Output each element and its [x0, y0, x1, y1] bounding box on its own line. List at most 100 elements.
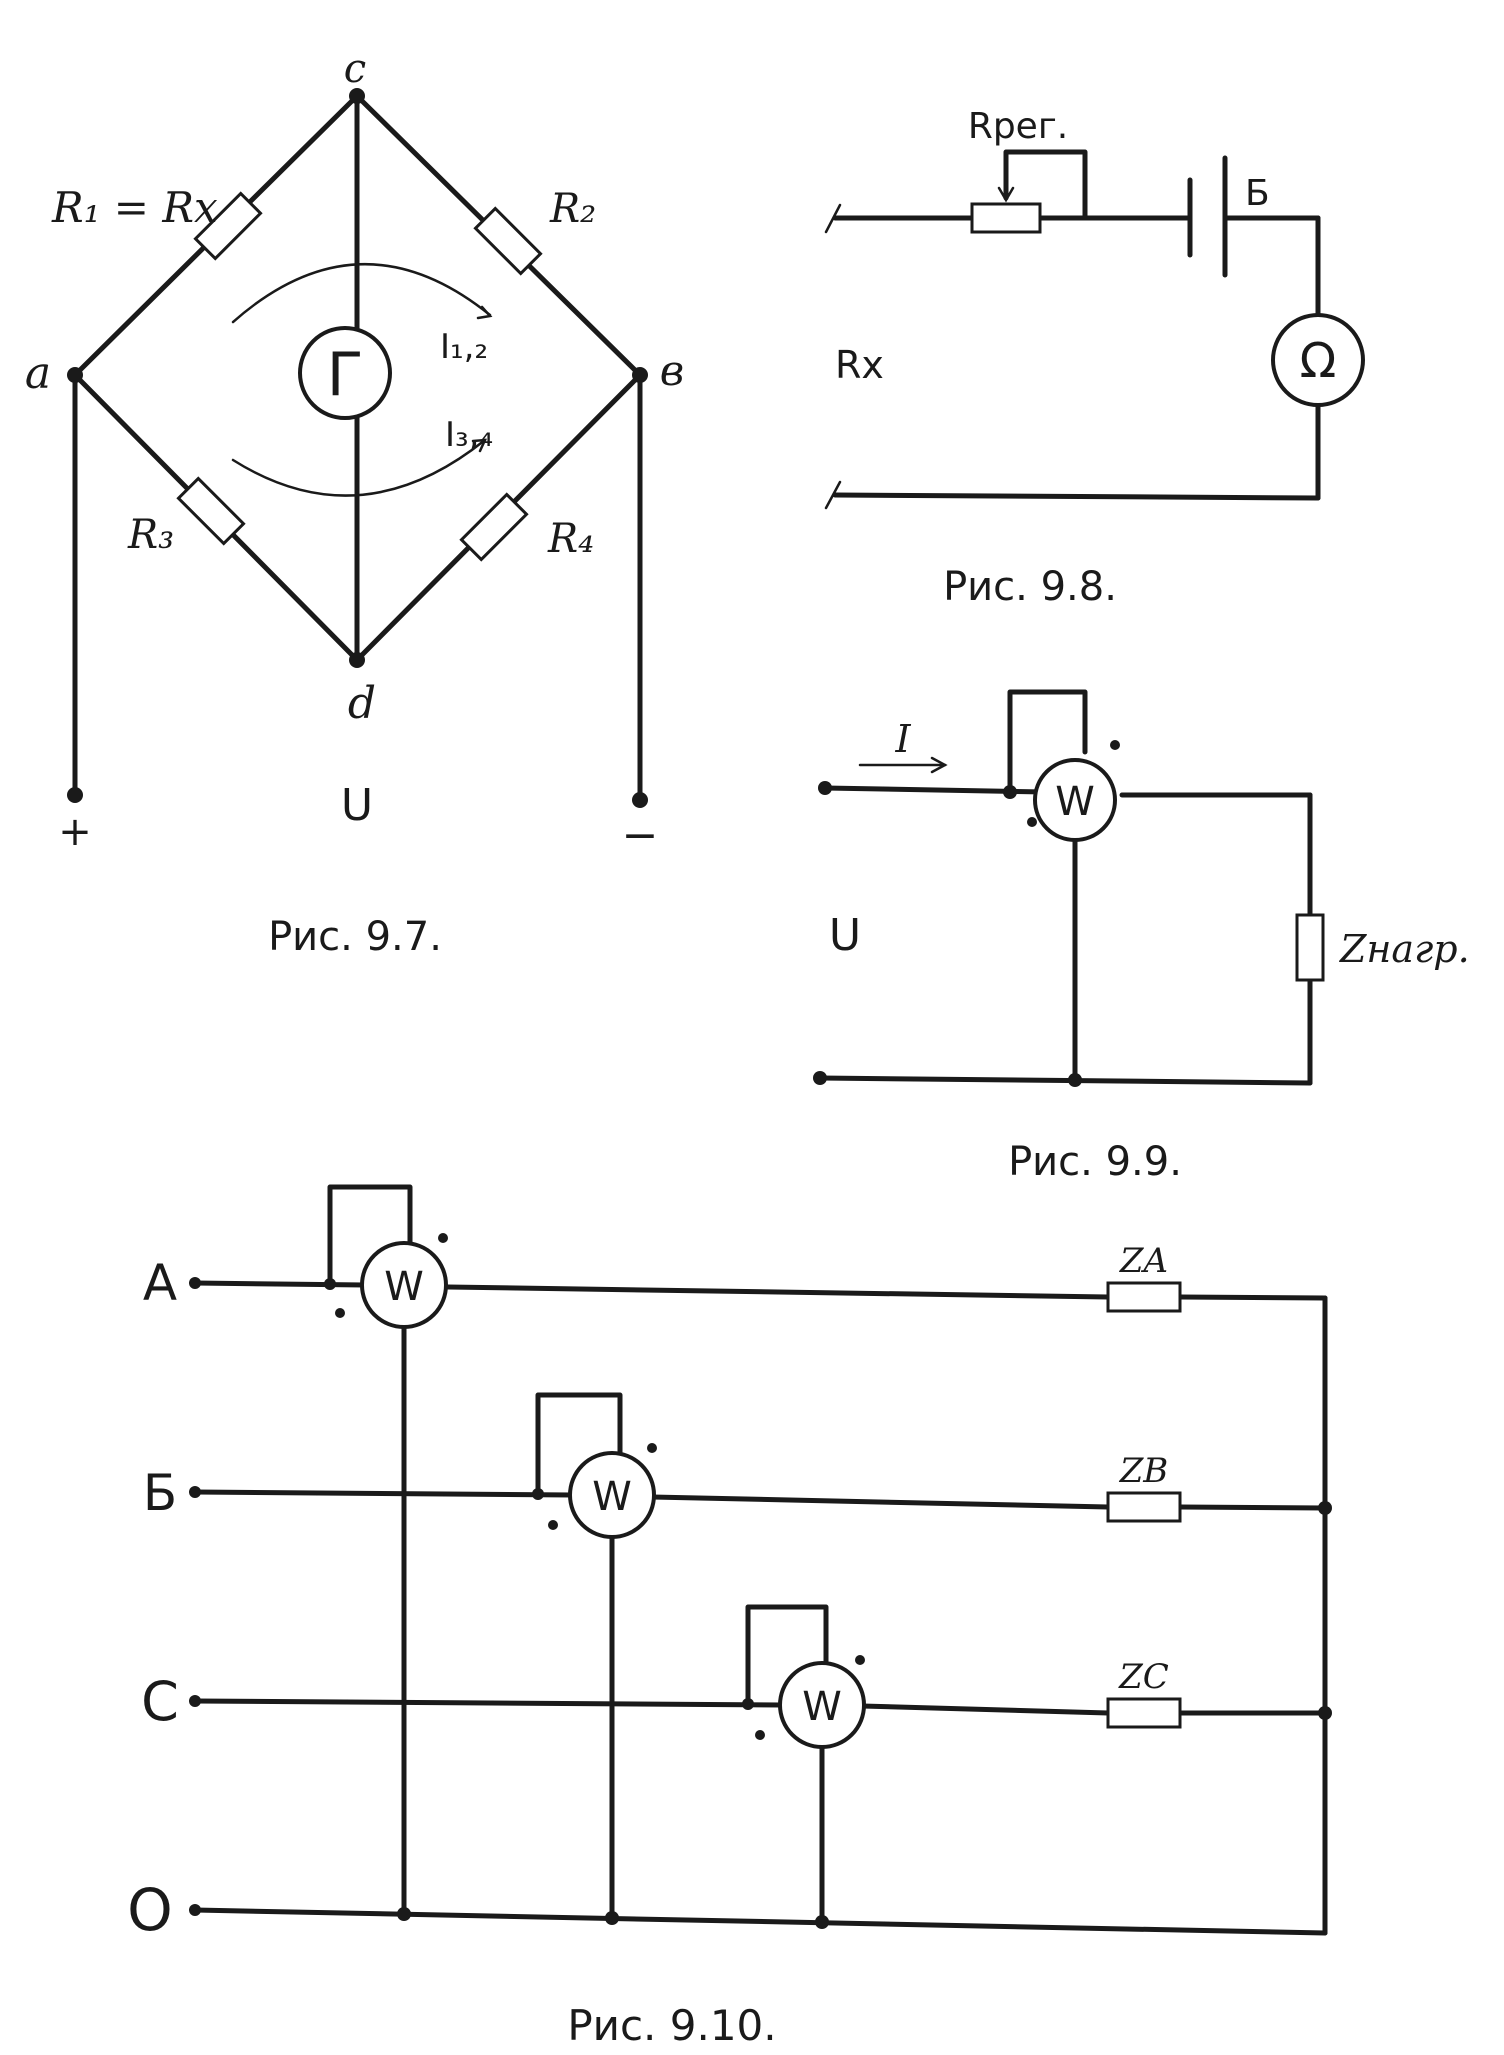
wattmeter-b-current-loop	[535, 1392, 623, 1497]
node-a-label: a	[25, 348, 51, 399]
wattmeter-c-current-loop	[745, 1604, 829, 1707]
voltage-label-9-9: U	[829, 910, 861, 961]
wattmeter-b-label: W	[592, 1474, 632, 1520]
node-b-dot	[632, 367, 648, 383]
phase-c-wire-out	[859, 1703, 1111, 1716]
terminal-c	[189, 1695, 201, 1707]
terminal-tick-bottom	[824, 480, 842, 510]
phase-b-wire-end	[1177, 1504, 1328, 1511]
zc-label: ZC	[1118, 1657, 1169, 1697]
neutral-wire	[192, 1907, 1328, 1936]
fig-9-9-caption: Рис. 9.9.	[1008, 1139, 1182, 1185]
fig-9-9-wattmeter: W I U Zнагр. Рис. 9.9.	[813, 689, 1470, 1185]
arrowhead-i12	[476, 305, 493, 320]
terminal-a	[189, 1277, 201, 1289]
load-label: Zнагр.	[1339, 927, 1470, 971]
rreg-label: Rрег.	[968, 106, 1068, 147]
polarity-dot-c-current	[755, 1730, 765, 1740]
r2-label: R₂	[549, 186, 596, 232]
phase-b-label: Б	[143, 1464, 177, 1522]
wattmeter-a-label: W	[384, 1264, 424, 1310]
current-i12-label: I₁,₂	[440, 327, 488, 367]
impedance-za	[1106, 1281, 1182, 1313]
phase-a-label: A	[143, 1254, 177, 1312]
wattmeter-b	[568, 1451, 656, 1539]
minus-terminal	[632, 792, 648, 808]
phase-a-wire-in	[192, 1280, 368, 1288]
fig-9-10-three-phase: W W W A Б C O ZA ZB ZC Рис. 9.10.	[127, 1184, 1332, 2050]
node-c-label: c	[344, 46, 366, 92]
node-c-dot	[349, 88, 365, 104]
polarity-dot-c-voltage	[855, 1655, 865, 1665]
current-arrow-i34	[231, 438, 487, 497]
za-label: ZA	[1119, 1241, 1168, 1281]
phase-c-label: C	[141, 1670, 179, 1733]
phase-b-wire-in	[192, 1489, 575, 1498]
wattmeter-c-label: W	[802, 1684, 842, 1730]
phase-a-wire-end	[1177, 1294, 1328, 1301]
polarity-dot-current	[1027, 817, 1037, 827]
zb-label: ZB	[1119, 1451, 1169, 1491]
node-d-label: d	[348, 678, 376, 729]
return-wire	[817, 1075, 1313, 1086]
fig-9-8-ohmmeter: Ω Rрег. Б Rx Рис. 9.8.	[824, 106, 1365, 610]
wattmeter-a-current-loop	[327, 1184, 413, 1287]
star-junction-c	[1318, 1706, 1332, 1720]
neutral-junction-c	[815, 1915, 829, 1929]
polarity-dot-voltage	[1110, 740, 1120, 750]
arrowhead-i34	[471, 438, 488, 453]
impedance-zb	[1106, 1491, 1182, 1523]
return-terminal	[813, 1071, 827, 1085]
terminal-tick-top	[824, 203, 842, 234]
fig-9-10-caption: Рис. 9.10.	[567, 2001, 776, 2050]
plus-label: +	[58, 809, 92, 855]
polarity-dot-a-current	[335, 1308, 345, 1318]
battery-label: Б	[1245, 173, 1270, 214]
resistor-r3	[176, 476, 246, 546]
galvanometer-label: Г	[327, 340, 364, 410]
rheostat-resistor	[970, 202, 1042, 234]
slider-arrowhead	[997, 186, 1015, 203]
minus-label: −	[622, 810, 659, 861]
fig-9-8-caption: Рис. 9.8.	[943, 564, 1117, 610]
galvanometer	[298, 326, 392, 420]
voltage-label: U	[341, 780, 373, 831]
r1-label: R₁ = Rx	[51, 183, 218, 232]
neutral-junction-a	[397, 1907, 411, 1921]
junction-c	[742, 1698, 754, 1710]
resistor-r2	[473, 206, 543, 276]
polarity-dot-a-voltage	[438, 1233, 448, 1243]
phase-a-wire-out	[445, 1284, 1111, 1300]
current-arrow-i12	[231, 263, 492, 324]
polarity-dot-b-current	[548, 1520, 558, 1530]
impedance-zc	[1106, 1697, 1182, 1729]
r3-label: R₃	[127, 512, 174, 558]
resistor-r1	[193, 191, 263, 261]
terminal-o	[189, 1904, 201, 1916]
load-impedance	[1295, 913, 1325, 982]
node-d-dot	[349, 652, 365, 668]
resistor-r4	[459, 492, 529, 562]
ohm-symbol: Ω	[1300, 333, 1337, 389]
node-b-label: в	[660, 346, 684, 395]
neutral-junction-b	[605, 1911, 619, 1925]
neutral-label: O	[127, 1876, 173, 1944]
rx-label: Rx	[835, 343, 884, 387]
junction-b	[532, 1488, 544, 1500]
polarity-dot-b-voltage	[647, 1443, 657, 1453]
wattmeter	[1033, 758, 1117, 842]
r4-label: R₄	[547, 516, 594, 562]
star-junction-b	[1318, 1501, 1332, 1515]
plus-terminal	[67, 787, 83, 803]
fig-9-7-caption: Рис. 9.7.	[268, 914, 442, 960]
current-label: I	[894, 717, 911, 761]
input-terminal	[818, 781, 832, 795]
terminal-b	[189, 1486, 201, 1498]
node-a-dot	[67, 367, 83, 383]
junction-dot-bottom	[1068, 1073, 1082, 1087]
current-arrowhead	[930, 756, 948, 774]
wattmeter-label: W	[1055, 779, 1095, 825]
bottom-wire	[832, 492, 1321, 501]
fig-9-7-bridge: Г c a в d R₁ = Rx R₂ R₃ R₄ I₁,₂ I₃,₄ U +…	[25, 46, 684, 960]
